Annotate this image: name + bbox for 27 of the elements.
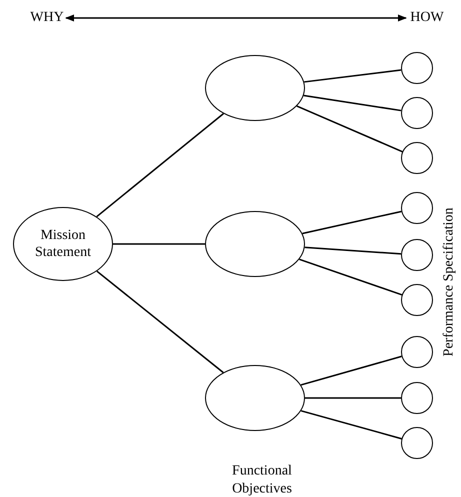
circle-node bbox=[401, 52, 433, 84]
connector-line bbox=[300, 410, 402, 440]
circle-node bbox=[401, 142, 433, 174]
connector-line bbox=[305, 397, 401, 399]
connector-line bbox=[96, 113, 224, 218]
connector-line bbox=[300, 356, 402, 386]
vertical-label: Performance Specification bbox=[440, 208, 458, 356]
connector-line bbox=[304, 69, 402, 83]
circle-node bbox=[401, 382, 433, 414]
circle-node bbox=[401, 284, 433, 316]
column-label: Functional Objectives bbox=[231, 462, 293, 497]
connector-line bbox=[304, 246, 402, 255]
connector-line bbox=[113, 243, 205, 245]
circle-node bbox=[401, 336, 433, 368]
heading-text: WHY bbox=[28, 8, 66, 28]
circle-node bbox=[401, 239, 433, 271]
circle-node bbox=[401, 192, 433, 224]
connector-line bbox=[304, 94, 402, 112]
connector-line bbox=[302, 210, 402, 234]
connector-line bbox=[96, 270, 224, 374]
circle-node bbox=[401, 97, 433, 129]
node-label: Mission Statement bbox=[34, 226, 92, 262]
connector-line bbox=[299, 258, 402, 296]
connector-line bbox=[296, 105, 403, 152]
double-arrow bbox=[65, 14, 407, 22]
heading-text: HOW bbox=[406, 8, 448, 28]
circle-node bbox=[401, 427, 433, 459]
